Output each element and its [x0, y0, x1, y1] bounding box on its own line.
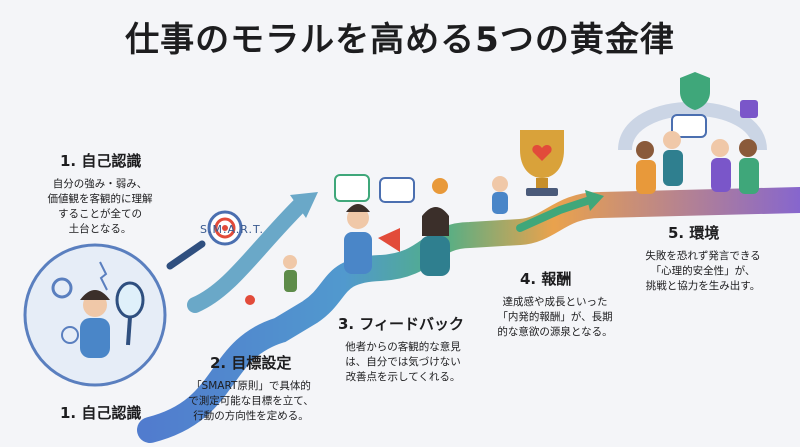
step5-title: 5. 環境 [668, 224, 720, 242]
step3-desc: 他者からの客観的な意見 は、自分では気づけない 改善点を示してくれる。 [345, 341, 461, 383]
bottom-step-label: 1. 自己認識 [60, 404, 142, 422]
goal-setting-illustration [166, 192, 318, 313]
environment-illustration [618, 72, 767, 194]
growth-arrow-green [516, 196, 594, 232]
step1-desc: 自分の強み・弱み、 価値観を客観的に理解 することが全ての 土台となる。 [47, 178, 153, 235]
step4-desc: 達成感や成長といった 「内発的報酬」が、長期 的な意欲の源泉となる。 [497, 296, 613, 338]
gear-icon [51, 277, 73, 299]
refresh-bubble-icon [334, 174, 370, 202]
heart-icon [532, 145, 552, 161]
feedback-illustration [334, 174, 450, 276]
step3-title: 3. フィードバック [338, 315, 465, 333]
mirror-icon [115, 281, 145, 319]
puzzle-icon [740, 100, 758, 118]
step4-title: 4. 報酬 [520, 270, 572, 288]
crack-icon [99, 261, 108, 291]
magnifier-handle [166, 240, 206, 270]
megaphone-icon [378, 228, 400, 252]
self-awareness-illustration [23, 243, 167, 387]
step2-desc: 「SMART原則」で具体的 で測定可能な目標を立て、 行動の方向性を定める。 [188, 380, 314, 422]
map-pin-icon [245, 295, 255, 305]
step1-title: 1. 自己認識 [60, 152, 142, 170]
growth-arrow [187, 197, 308, 313]
step2-title: 2. 目標設定 [210, 354, 292, 372]
step5-desc: 失敗を恐れず発言できる 「心理的安全性」が、 挑戦と協力を生み出す。 [645, 250, 761, 292]
growth-path [137, 187, 800, 443]
chat-bubble-icon-2 [671, 114, 707, 138]
shield-icon [680, 72, 710, 110]
page-title: 仕事のモラルを高める5つの黄金律 [125, 20, 675, 60]
flower-icon [432, 178, 448, 194]
smart-label: S.M.A.R.T. [200, 223, 264, 236]
chat-bubble-icon [379, 177, 415, 203]
compass-icon [61, 326, 79, 344]
reward-illustration [492, 130, 604, 232]
